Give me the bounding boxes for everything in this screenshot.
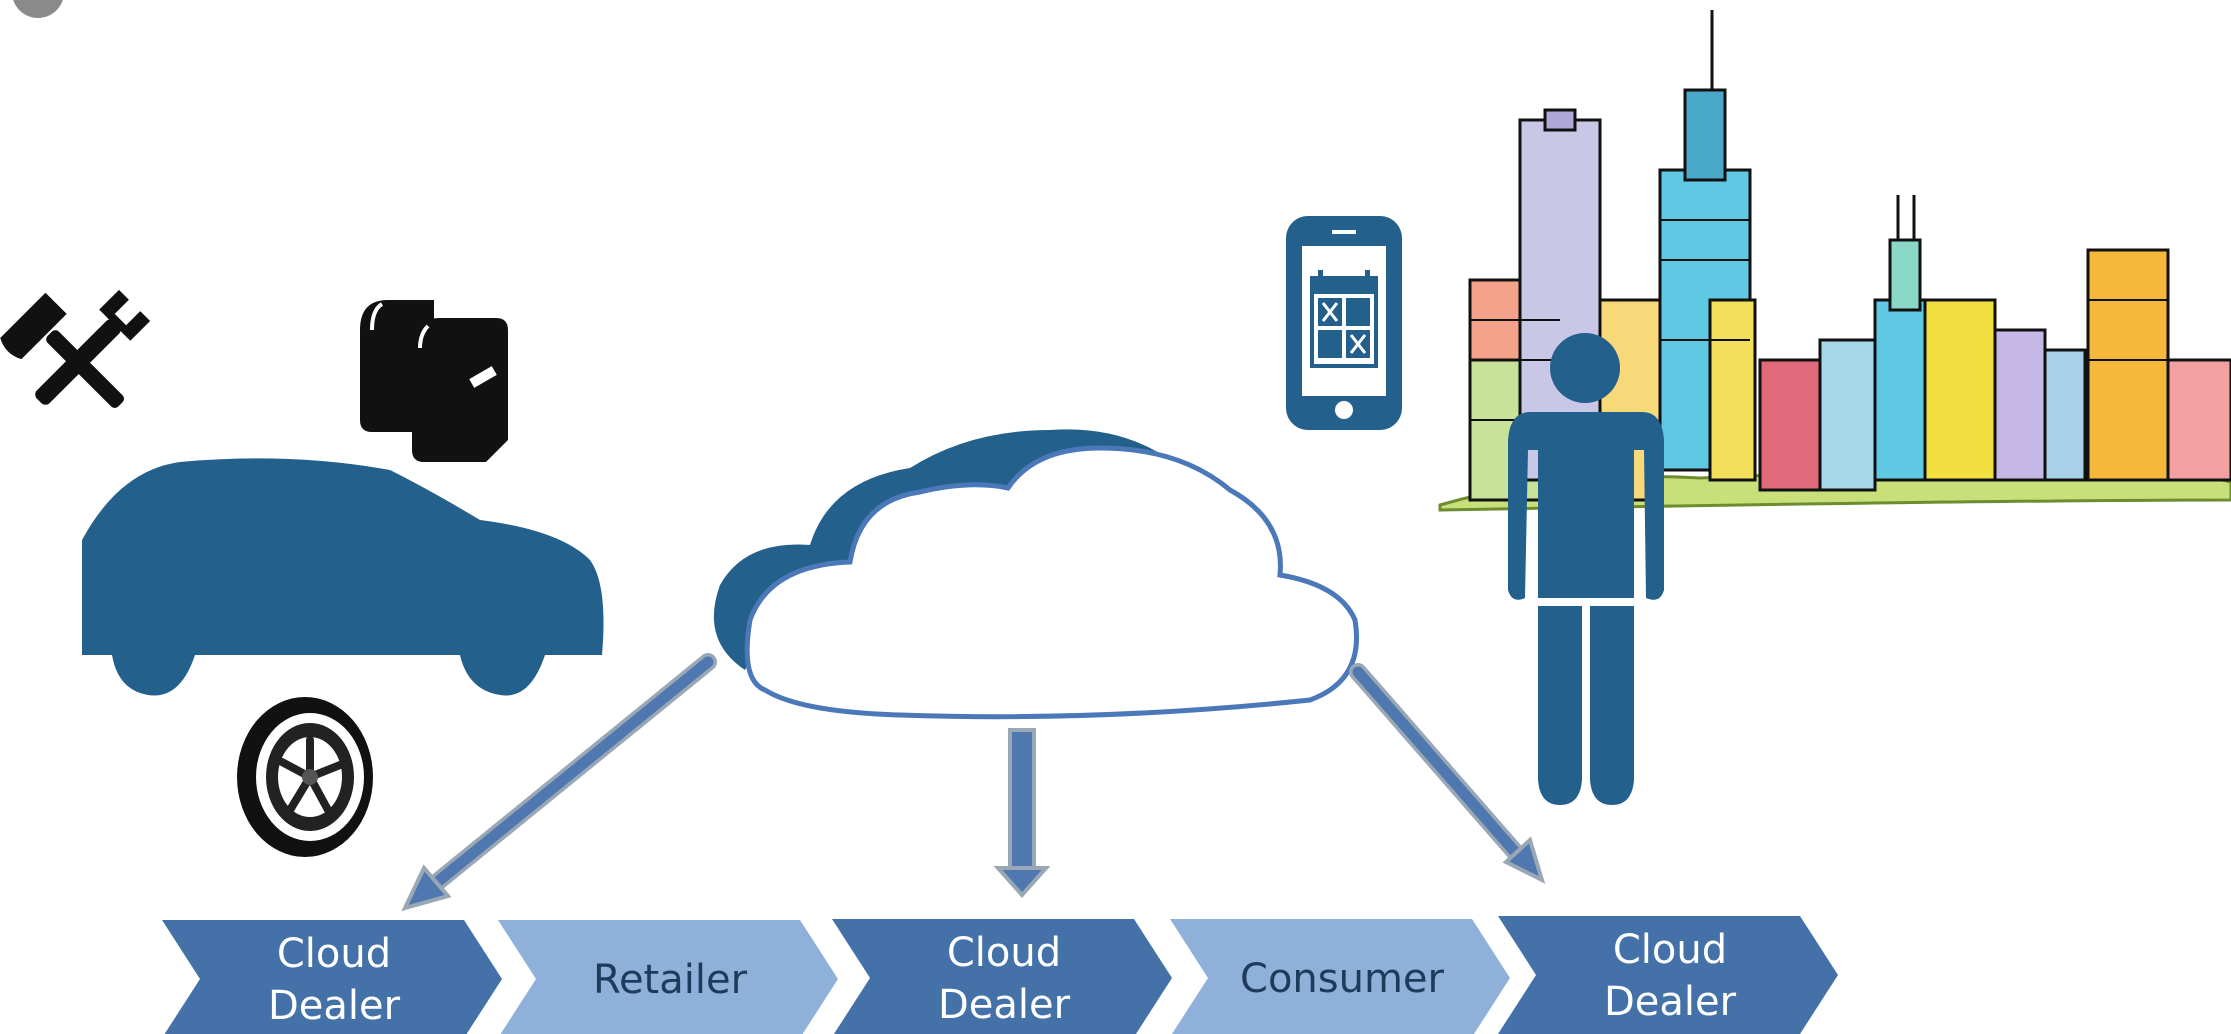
process-step-3-label: Cloud xyxy=(947,930,1061,976)
process-step-2-label: Retailer xyxy=(593,957,748,1003)
wrench-hammer-icon xyxy=(0,289,151,409)
books-icon xyxy=(360,300,508,462)
process-step-1-label: Dealer xyxy=(268,983,401,1029)
car-icon xyxy=(82,458,604,696)
process-step-2 xyxy=(498,920,838,1034)
process-step-1 xyxy=(162,920,502,1034)
process-step-3 xyxy=(832,919,1172,1034)
cloud-icon xyxy=(713,429,1359,720)
arrow-left xyxy=(401,653,717,912)
arrow-right xyxy=(1349,663,1546,884)
process-step-5 xyxy=(1498,916,1838,1034)
process-step-4 xyxy=(1170,919,1510,1034)
process-step-3-label: Dealer xyxy=(938,982,1071,1028)
corner-circle xyxy=(13,0,63,18)
smartphone-calendar-icon xyxy=(1286,216,1402,430)
tire-icon xyxy=(237,697,373,857)
arrow-center xyxy=(993,728,1051,899)
process-step-5-label: Dealer xyxy=(1604,979,1737,1025)
process-step-5-label: Cloud xyxy=(1613,927,1727,973)
process-step-1-label: Cloud xyxy=(277,931,391,977)
process-step-4-label: Consumer xyxy=(1240,956,1445,1002)
person-icon xyxy=(1508,333,1664,805)
